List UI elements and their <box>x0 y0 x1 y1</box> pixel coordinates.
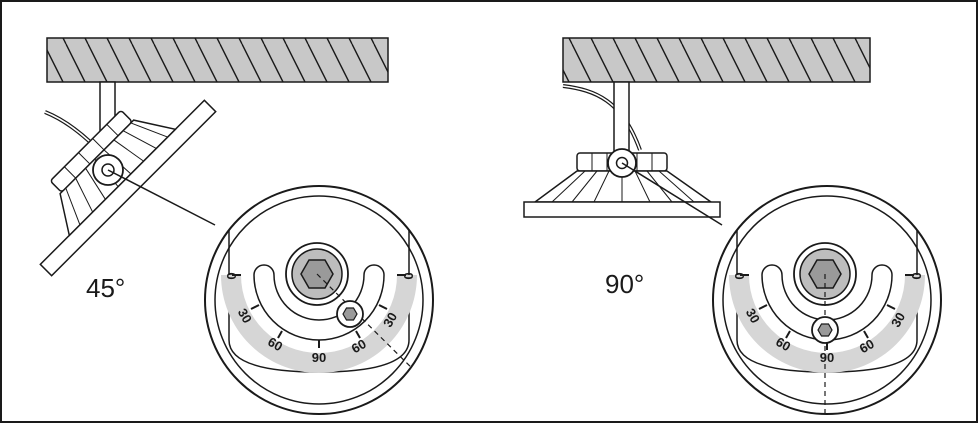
leader-line-left <box>107 169 216 226</box>
scale-label-60-left-r: 60 <box>773 334 793 354</box>
scale-label-60b-left: 60 <box>349 336 369 356</box>
angle-label-right: 90° <box>605 269 644 299</box>
scale-label-30-right-r: 30 <box>888 310 908 330</box>
detail-magnifier-right: 0 0 30 60 90 60 30 <box>712 185 942 415</box>
scale-label-0-left: 0 <box>224 272 239 279</box>
detail-magnifier-left: 0 0 30 60 90 60 30 <box>204 185 434 415</box>
scale-label-60-left: 60 <box>265 334 285 354</box>
angle-label-left: 45° <box>86 273 125 303</box>
panel-left: 45° <box>39 37 434 415</box>
scale-label-30-left-r: 30 <box>743 306 763 326</box>
leader-line-right <box>621 162 723 226</box>
scale-label-0-right-r: 0 <box>909 272 924 279</box>
mounting-rod-right <box>613 81 630 155</box>
scale-label-30b-left: 30 <box>380 310 400 330</box>
scale-label-60-right-r: 60 <box>857 336 877 356</box>
scale-label-0-right: 0 <box>401 272 416 279</box>
ceiling-right <box>562 37 871 83</box>
scale-label-90-left: 90 <box>312 350 326 365</box>
scale-label-0-left-r: 0 <box>732 272 747 279</box>
fixture-horizontal <box>523 152 721 218</box>
ceiling-left <box>46 37 389 83</box>
panel-right: 90° <box>523 37 942 415</box>
scale-label-90-r: 90 <box>820 350 834 365</box>
scale-label-30-left: 30 <box>235 306 255 326</box>
